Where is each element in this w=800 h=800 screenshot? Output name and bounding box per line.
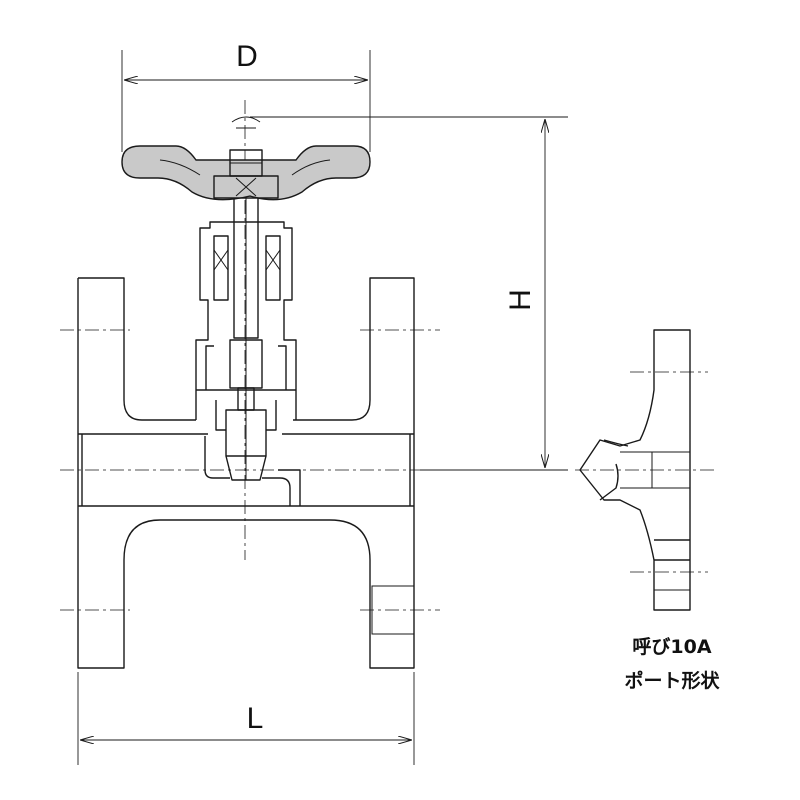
port-caption-line2: ポート形状 [624,670,720,692]
stem [225,195,267,481]
dimension-l-label: L [247,702,264,735]
port-shape-view [579,329,691,611]
dimension-l: L [77,672,415,765]
dimension-d-label: D [236,40,258,73]
dimension-h-label: H [504,289,537,311]
port-caption-line1: 呼び10A [632,636,712,658]
handwheel [121,116,371,201]
valve-body [77,277,415,669]
dimension-d: D [121,40,371,152]
dimension-h: H [250,116,568,471]
